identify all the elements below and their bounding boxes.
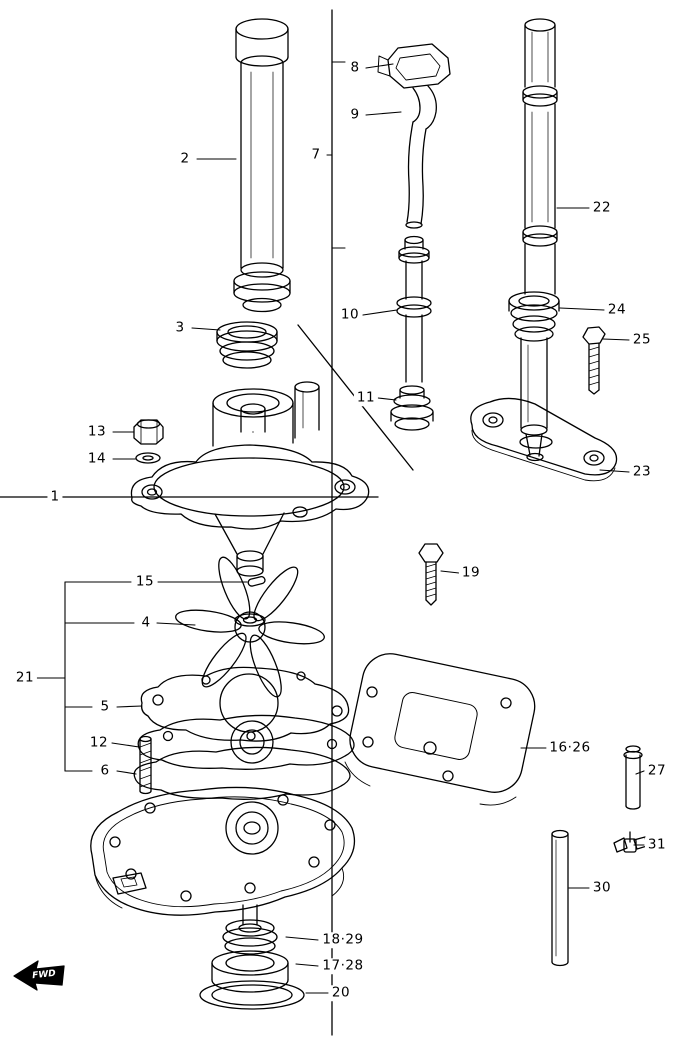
part-label-15: 15 [132, 574, 158, 590]
part-label-11: 11 [353, 390, 379, 406]
part-1-pump-case-drawing [130, 381, 370, 577]
part-label-16-26: 16·26 [546, 740, 594, 756]
part-label-30: 30 [589, 880, 615, 896]
part-label-9: 9 [347, 107, 363, 123]
part-label-25: 25 [629, 332, 655, 348]
part-label-23: 23 [629, 464, 655, 480]
part-label-22: 22 [589, 200, 615, 216]
part-label-19: 19 [458, 565, 484, 581]
part-23-plate-drawing [470, 397, 618, 482]
part-5-gasket-drawing [140, 666, 350, 742]
part-label-8: 8 [347, 60, 363, 76]
leader-lines [36, 61, 645, 994]
part-label-13: 13 [84, 424, 110, 440]
part-label-6: 6 [97, 763, 113, 779]
part-label-31: 31 [644, 837, 670, 853]
part-2-water-tube-drawing [233, 18, 291, 313]
part-label-21: 21 [12, 670, 38, 686]
part-10-tube-drawing [396, 235, 432, 383]
part-6-gasket-drawing [133, 746, 351, 800]
part-22-tube-drawing [522, 18, 558, 295]
part-label-2: 2 [177, 151, 193, 167]
part-8-scoop-drawing [377, 43, 451, 89]
part-15-key-drawing [247, 576, 266, 587]
part-31-clip-drawing [613, 831, 648, 853]
part-4-impeller-drawing [175, 556, 325, 698]
part-label-18-29: 18·29 [319, 932, 367, 948]
pump-under-plate-drawing [137, 714, 355, 770]
part-9-elbow-drawing [405, 85, 437, 229]
part-label-12: 12 [86, 735, 112, 751]
section-divider-lines [0, 9, 414, 1036]
part-label-17-28: 17·28 [319, 958, 367, 974]
part-label-20: 20 [328, 985, 354, 1001]
part-label-27: 27 [644, 763, 670, 779]
part-label-7: 7 [308, 147, 324, 163]
part-label-24: 24 [604, 302, 630, 318]
part-label-3: 3 [172, 320, 188, 336]
part-3-seal-drawing [216, 321, 278, 369]
part-14-washer-drawing [135, 452, 161, 464]
part-13-nut-drawing [133, 419, 164, 445]
lower-housing-drawing [90, 786, 356, 916]
part-25-bolt-drawing [582, 326, 606, 395]
part-label-14: 14 [84, 451, 110, 467]
part-label-5: 5 [97, 699, 113, 715]
part-27-pin-drawing [623, 745, 643, 810]
part-11-grommet-drawing [390, 385, 434, 431]
part-label-4: 4 [138, 615, 154, 631]
part-label-10: 10 [337, 307, 363, 323]
part-24-seal-drawing [508, 291, 560, 462]
fwd-arrow-icon [13, 960, 65, 991]
part-30-tube-drawing [551, 829, 569, 967]
part-16-26-plate-drawing [344, 653, 536, 806]
bottom-seal-stack-drawing [199, 904, 305, 1010]
part-19-bolt-drawing [418, 543, 444, 606]
part-label-1: 1 [47, 489, 63, 505]
